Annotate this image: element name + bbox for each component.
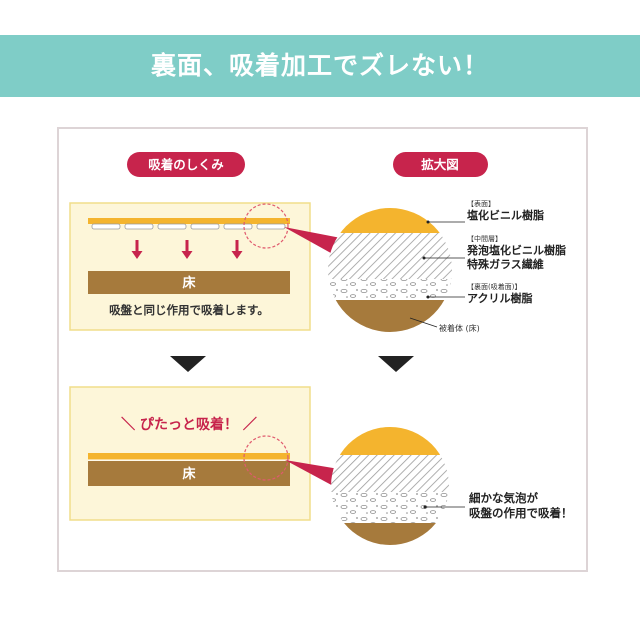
- zoom-circle-after: 細かな気泡が 吸盤の作用で吸着！: [331, 427, 573, 545]
- back-material: アクリル樹脂: [467, 291, 532, 305]
- bubble-note-line2: 吸盤の作用で吸着！: [469, 506, 573, 520]
- layer-middle: [331, 455, 449, 492]
- mat-strip: [88, 218, 290, 224]
- suction-cup: [124, 223, 154, 230]
- floor-bar: [88, 271, 290, 294]
- suction-cups: [91, 223, 286, 230]
- zoom-marker: [243, 203, 289, 249]
- suction-cup: [157, 223, 187, 230]
- heading-zoom-pill: 拡大図: [393, 152, 488, 177]
- layer-surface: [331, 427, 449, 455]
- heading-mechanism-pill: 吸着のしくみ: [127, 152, 245, 177]
- heading-zoom: 拡大図: [421, 157, 459, 172]
- triangle-down-icon: [378, 356, 414, 372]
- mat-strip: [88, 453, 290, 460]
- surface-material: 塩化ビニル樹脂: [467, 208, 544, 222]
- leader-line: [409, 317, 438, 328]
- panel-before: 床 吸盤と同じ作用で吸着します。: [69, 202, 311, 331]
- zoom-pointer: [285, 460, 339, 488]
- layer-floor: [331, 523, 449, 545]
- substrate-label: 被着体 (床): [439, 323, 480, 333]
- layer-middle: [328, 233, 452, 279]
- middle-material: 発泡塩化ビニル樹脂: [466, 243, 566, 257]
- suction-cup: [190, 223, 220, 230]
- suction-cup: [223, 223, 253, 230]
- suction-cup: [91, 223, 121, 230]
- triangle-down-icon: [170, 356, 206, 372]
- arrow-down-icon: [231, 240, 243, 259]
- zoom-marker: [243, 435, 289, 481]
- panel-caption: 吸盤と同じ作用で吸着します。: [109, 303, 269, 317]
- arrow-down-icon: [131, 240, 143, 259]
- floor-label: 床: [182, 466, 196, 482]
- floor-bar: [88, 461, 290, 486]
- banner-title: 裏面、吸着加工でズレない！: [150, 51, 489, 80]
- back-tag: 【裏面(吸着面)】: [467, 282, 521, 291]
- zoom-pointer: [284, 227, 341, 257]
- layer-back: [331, 492, 449, 523]
- suction-cup: [256, 223, 286, 230]
- zoom-circle-before: 【表面】 塩化ビニル樹脂 【中間層】 発泡塩化ビニル樹脂 特殊ガラス繊維 【裏面…: [328, 199, 566, 333]
- diagram-frame: [57, 127, 588, 572]
- panel-after: ＼ ぴたっと吸着！ ／ 床: [69, 386, 311, 521]
- layer-back: [328, 279, 452, 300]
- title-banner: 裏面、吸着加工でズレない！: [0, 35, 640, 97]
- layer-surface: [328, 208, 452, 233]
- adhesion-exclaim: ＼ ぴたっと吸着！ ／: [121, 416, 257, 433]
- layer-floor: [328, 300, 452, 332]
- heading-mechanism: 吸着のしくみ: [148, 157, 224, 172]
- surface-tag: 【表面】: [467, 199, 495, 208]
- middle-material-2: 特殊ガラス繊維: [467, 257, 544, 271]
- floor-label: 床: [182, 275, 196, 291]
- arrow-down-icon: [181, 240, 193, 259]
- bubble-note-line1: 細かな気泡が: [469, 491, 538, 505]
- middle-tag: 【中間層】: [467, 234, 502, 243]
